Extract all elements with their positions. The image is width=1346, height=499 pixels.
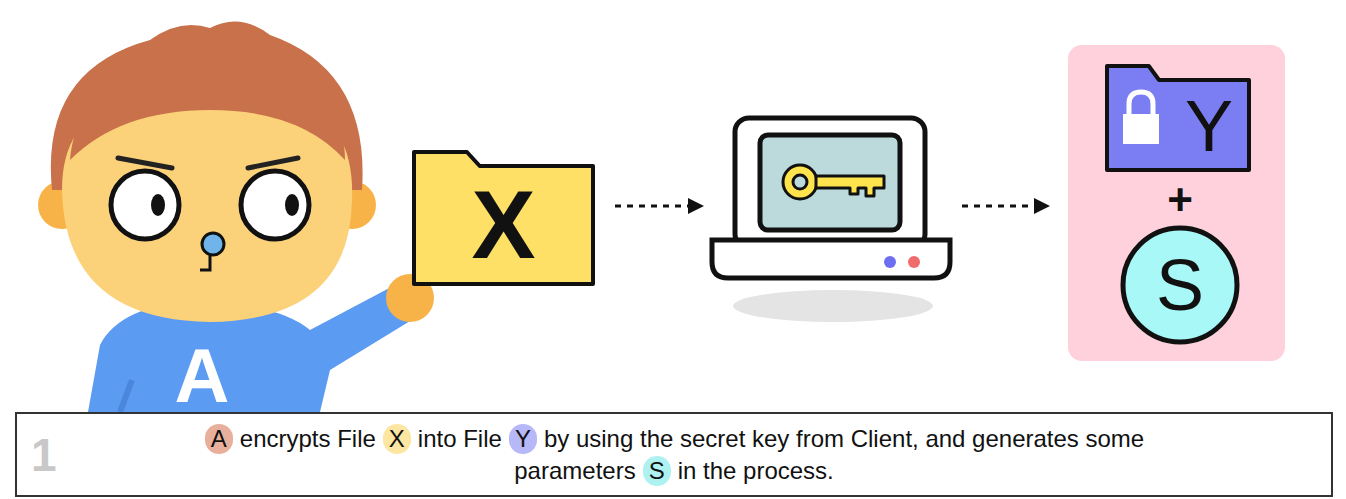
person-figure xyxy=(38,21,434,412)
caption-text: encrypts File xyxy=(240,424,376,454)
file-letter: X xyxy=(471,177,535,273)
parameter-circle: S xyxy=(1120,225,1240,345)
text-holder: Y xyxy=(1105,62,1251,172)
variable-badge: A xyxy=(205,424,233,454)
file-letter: Y xyxy=(1185,90,1233,162)
variable-badge: S xyxy=(643,456,671,486)
text-holder: X xyxy=(412,148,595,286)
computer-icon xyxy=(712,118,950,322)
caption-text: into File xyxy=(418,424,502,454)
shirt-letter: A xyxy=(175,338,230,414)
caption-line: Aencrypts FileXinto FileYby using the se… xyxy=(17,424,1331,454)
caption-line: parameters Sin the process. xyxy=(17,456,1331,486)
caption-text: by using the secret key from Client, and… xyxy=(544,424,1144,454)
variable-badge: X xyxy=(383,424,411,454)
caption-text: in the process. xyxy=(678,456,834,486)
variable-badge: Y xyxy=(509,424,537,454)
text-holder: S xyxy=(1120,225,1240,345)
plus-sign: + xyxy=(1167,178,1193,222)
caption-text: parameters xyxy=(514,456,635,486)
caption-box: Aencrypts FileXinto FileYby using the se… xyxy=(15,412,1333,497)
file-letter: S xyxy=(1156,249,1204,321)
file-folder: X xyxy=(412,148,595,286)
encrypted-folder: Y xyxy=(1105,62,1251,172)
step-number: 1 xyxy=(31,430,57,480)
result-panel xyxy=(1068,45,1285,361)
